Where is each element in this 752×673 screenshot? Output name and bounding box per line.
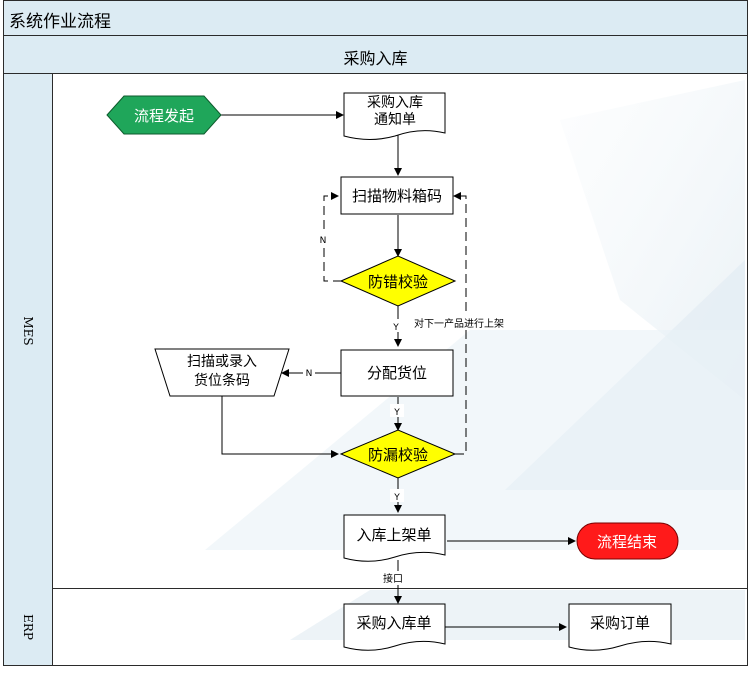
manual-label-2: 货位条码 (194, 372, 250, 389)
process-header: 采购入库 (4, 36, 747, 74)
label-y-2: Y (393, 408, 400, 418)
notice-label-1: 采购入库 (367, 95, 423, 111)
diagram-title: 系统作业流程 (9, 12, 111, 32)
erp-receipt-label: 采购入库单 (356, 614, 431, 632)
lane-separator (4, 588, 747, 589)
notice-document-node: 采购入库 通知单 (343, 92, 446, 140)
process-name: 采购入库 (343, 49, 408, 68)
erp-order-label: 采购订单 (590, 614, 650, 632)
title-bar: 系统作业流程 (4, 1, 747, 36)
missing-check-decision: 防漏校验 (339, 429, 457, 479)
error-check-decision: 防错校验 (339, 255, 457, 307)
allocate-label: 分配货位 (367, 364, 427, 382)
allocate-location-node: 分配货位 (340, 349, 454, 397)
end-label: 流程结束 (597, 533, 657, 551)
shelf-document-node: 入库上架单 (343, 514, 446, 562)
erp-receipt-node: 采购入库单 (343, 603, 446, 651)
manual-input-node: 扫描或录入 货位条码 (154, 348, 290, 397)
edge-manual-to-check2 (221, 396, 339, 458)
background-watermark (205, 80, 745, 640)
lane-label-mes: MES (4, 74, 53, 588)
missing-check-label: 防漏校验 (368, 446, 428, 464)
edge-labels: N Y N Y Y 对下一产品进行上架 接口 (303, 233, 520, 585)
lane-label-erp: ERP (4, 588, 53, 665)
label-interface: 接口 (383, 572, 403, 585)
label-y-1: Y (392, 323, 399, 333)
shelf-label: 入库上架单 (356, 526, 431, 544)
label-n-1: N (320, 236, 327, 246)
start-label: 流程发起 (134, 107, 194, 125)
error-check-label: 防错校验 (368, 273, 428, 291)
notice-label-2: 通知单 (374, 111, 416, 128)
label-n-2: N (306, 369, 313, 379)
manual-label-1: 扫描或录入 (187, 354, 257, 370)
start-node: 流程发起 (106, 95, 222, 135)
label-next-product: 对下一产品进行上架 (414, 317, 504, 330)
end-node: 流程结束 (576, 522, 679, 560)
erp-order-node: 采购订单 (568, 603, 672, 651)
scan-box-label: 扫描物料箱码 (352, 187, 442, 205)
scan-box-node: 扫描物料箱码 (340, 176, 454, 215)
label-y-3: Y (393, 493, 400, 503)
